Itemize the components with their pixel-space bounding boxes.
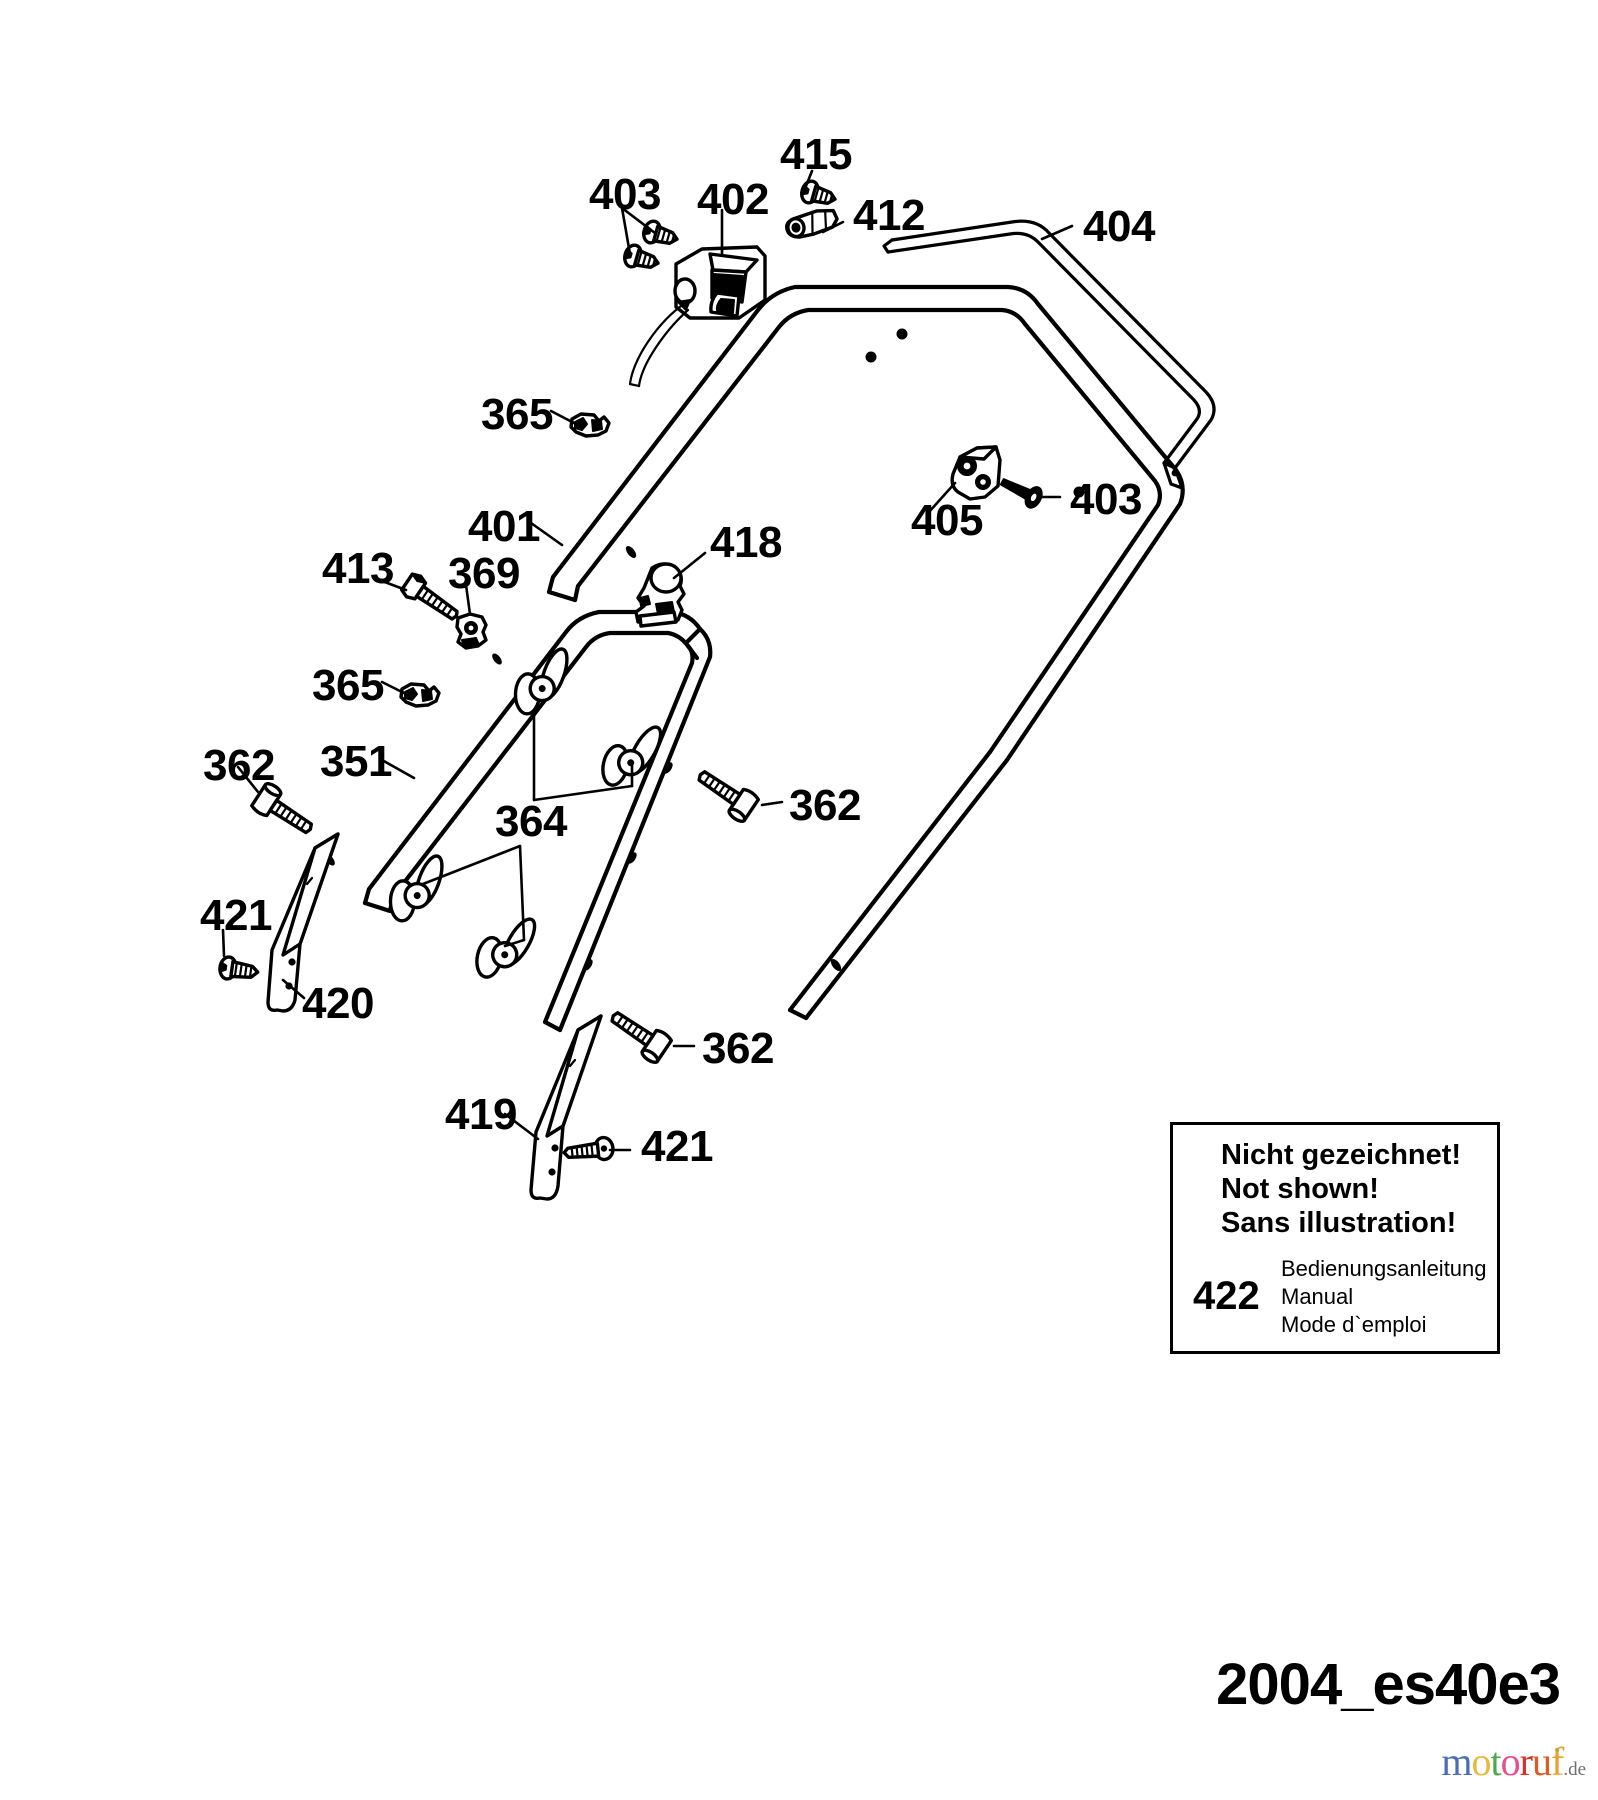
watermark-accent-dot	[1555, 1748, 1559, 1752]
callout-421-bottom: 421	[641, 1122, 713, 1171]
callout-401: 401	[468, 502, 540, 551]
not-shown-legend-box: Nicht gezeichnet! Not shown! Sans illust…	[1170, 1122, 1500, 1354]
watermark-letter-o2: o	[1500, 1739, 1521, 1784]
screw-403-right	[999, 478, 1062, 509]
wing-nut-364-b	[601, 725, 663, 787]
bolt-362-b	[697, 770, 784, 823]
motoruf-watermark: motoruf.de	[1441, 1742, 1586, 1782]
legend-heading-en: Not shown!	[1221, 1172, 1379, 1205]
callout-369: 369	[448, 549, 520, 598]
callout-403-upper: 403	[589, 170, 661, 219]
wing-nut-364-d	[475, 917, 537, 979]
callout-412: 412	[853, 191, 925, 240]
lower-strut-419	[529, 1014, 603, 1201]
cable-clip-365-lower	[380, 680, 441, 708]
callout-403-right: 403	[1070, 475, 1142, 524]
callout-415: 415	[780, 130, 852, 179]
bolt-362-a	[236, 765, 314, 835]
callout-365-lower: 365	[312, 661, 384, 710]
cable-end-412	[785, 208, 845, 239]
legend-heading-fr: Sans illustration!	[1221, 1206, 1457, 1239]
lower-strut-420	[266, 832, 340, 1013]
legend-item-line-fr: Mode d`emploi	[1281, 1311, 1427, 1337]
screws-403-upper	[620, 206, 679, 269]
watermark-tld: .de	[1563, 1759, 1586, 1780]
watermark-letter-u: u	[1531, 1739, 1552, 1784]
watermark-letter-f: f	[1550, 1739, 1564, 1784]
callout-362-right: 362	[789, 781, 861, 830]
screw-421-a	[218, 928, 260, 981]
bolt-362-c	[610, 1011, 696, 1064]
watermark-letter-r: r	[1519, 1739, 1533, 1784]
screw-415	[800, 169, 837, 205]
callout-421-left: 421	[200, 891, 272, 940]
legend-heading-de: Nicht gezeichnet!	[1221, 1139, 1462, 1171]
callout-365-upper: 365	[481, 390, 553, 439]
watermark-letter-o1: o	[1471, 1739, 1492, 1784]
cable-clip-365-upper	[549, 409, 611, 438]
legend-item-number: 422	[1193, 1274, 1260, 1319]
callout-413: 413	[322, 544, 394, 593]
wing-nut-364-c	[388, 854, 444, 923]
legend-item-line-de: Bedienungsanleitung	[1281, 1255, 1487, 1281]
callout-405: 405	[911, 496, 983, 545]
lower-handle-bar-351	[325, 609, 713, 1033]
callout-419: 419	[445, 1090, 517, 1139]
upper-handle-bar-401	[546, 284, 1185, 1021]
callout-364: 364	[495, 797, 567, 846]
leader-364-upper	[532, 708, 634, 802]
bracket-405	[927, 445, 1002, 514]
brake-bail-404	[882, 219, 1216, 490]
callout-362-left: 362	[203, 741, 275, 790]
leader-351	[380, 758, 416, 780]
legend-item-row: 422 Bedienungsanleitung Manual Mode d`em…	[1173, 1255, 1497, 1339]
legend-item-text: Bedienungsanleitung Manual Mode d`emploi	[1281, 1255, 1487, 1339]
switch-box-402	[628, 208, 767, 388]
leader-404	[1040, 224, 1074, 241]
leader-364-lower	[421, 844, 526, 948]
leader-420	[281, 978, 306, 1000]
callout-420: 420	[302, 979, 374, 1028]
leader-401	[529, 521, 564, 547]
callout-404: 404	[1083, 202, 1155, 251]
screw-421-b	[562, 1135, 632, 1162]
callout-418: 418	[710, 518, 782, 567]
callout-362-bottom: 362	[702, 1024, 774, 1073]
wing-nut-364-a	[513, 647, 569, 716]
leader-419	[503, 1112, 540, 1141]
watermark-letter-t: t	[1490, 1739, 1502, 1784]
latch-418	[634, 551, 707, 628]
clip-369	[455, 583, 488, 650]
sheet-title: 2004_es40e3	[1216, 1652, 1561, 1717]
callout-402: 402	[697, 175, 769, 224]
callout-351: 351	[320, 737, 392, 786]
watermark-letter-m: m	[1441, 1739, 1472, 1784]
legend-item-line-en: Manual	[1281, 1283, 1354, 1309]
screw-413	[380, 572, 459, 621]
